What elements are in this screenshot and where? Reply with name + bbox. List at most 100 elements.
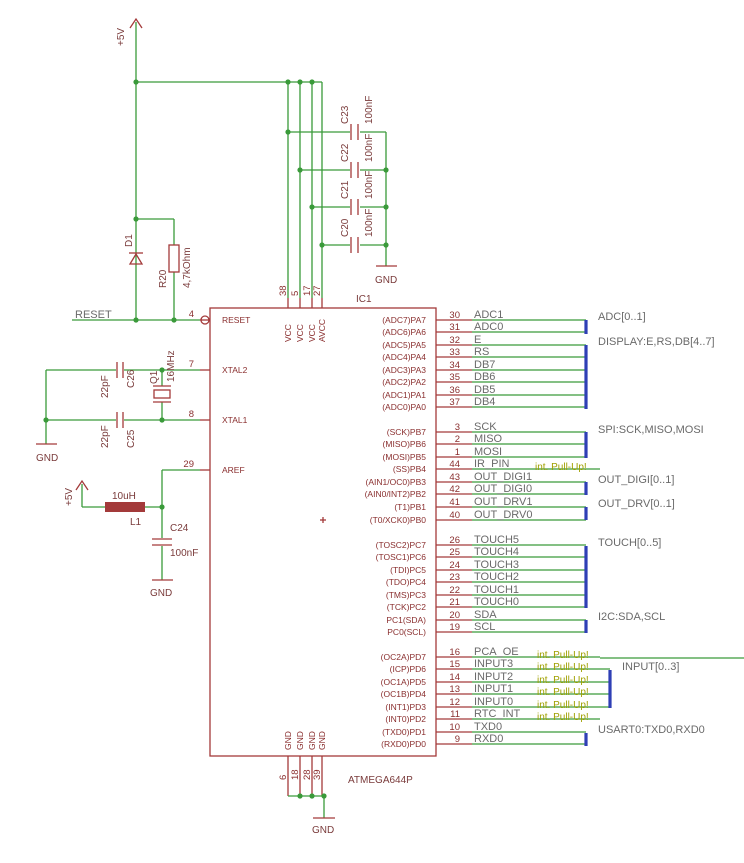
decoupling-caps: C23 100nF C22 100nF C21 100nF C20 100nF … <box>285 96 397 286</box>
pin-15-number: 15 <box>449 659 460 670</box>
net-touch5-label: TOUCH5 <box>474 534 519 546</box>
pin-38-name: VCC <box>283 324 293 342</box>
pin-10-port: (TXD0)PD1 <box>382 727 426 737</box>
net-adc1-label: ADC1 <box>474 309 503 321</box>
pin-21-port: (TCK)PC2 <box>387 602 426 612</box>
pin-39-number: 39 <box>312 769 323 780</box>
supply-l1-label: +5V <box>64 488 75 506</box>
pin-40-port: (T0/XCK0)PB0 <box>370 515 426 525</box>
pin-41-number: 41 <box>449 497 460 508</box>
pin-14-port: (OC1A)PD5 <box>381 677 427 687</box>
net-input1-label: INPUT1 <box>474 683 513 695</box>
pin-10-number: 10 <box>449 722 460 733</box>
pin-20-port: PC1(SDA) <box>386 615 426 625</box>
c26-value: 22pF <box>100 375 111 398</box>
gnd-label-ic: GND <box>312 825 334 836</box>
pin-27-number: 27 <box>312 285 323 296</box>
net-touch2-label: TOUCH2 <box>474 571 519 583</box>
c25-label: C25 <box>126 429 137 448</box>
pin-9-number: 9 <box>455 734 460 745</box>
net-out-digi0-label: OUT_DIGI0 <box>474 483 532 495</box>
pin-18-number: 18 <box>290 769 301 780</box>
net-mosi-label: MOSI <box>474 446 502 458</box>
net-miso-label: MISO <box>474 433 503 445</box>
bus-usart-label: USART0:TXD0,RXD0 <box>598 724 705 736</box>
pin-25-port: (TOSC1)PC6 <box>376 552 427 562</box>
c25-value: 22pF <box>100 425 111 448</box>
c26-label: C26 <box>126 369 137 388</box>
c24-label: C24 <box>170 523 189 534</box>
gnd-label-aref: GND <box>150 588 172 599</box>
pin-1-port: (MOSI)PB5 <box>383 452 427 462</box>
pin-15-port: (ICP)PD6 <box>390 664 427 674</box>
net-db5-label: DB5 <box>474 384 495 396</box>
net-input0-label: INPUT0 <box>474 696 513 708</box>
net-ir-pin-label: IR_PIN <box>474 458 510 470</box>
pullup-note-ir-pin: int. Pull-Up! <box>535 462 587 473</box>
buses: ADC[0..1] DISPLAY:E,RS,DB[4..7] SPI:SCK,… <box>584 311 744 746</box>
pin-13-port: (OC1B)PD4 <box>381 689 427 699</box>
pin-26-number: 26 <box>449 535 460 546</box>
pin-11-port: (INT0)PD2 <box>385 714 426 724</box>
r20-value: 4,7kOhm <box>182 247 193 288</box>
gnd-label-crystal: GND <box>36 453 58 464</box>
pin-5-name: VCC <box>295 324 305 342</box>
q1-label: Q1 <box>149 370 160 384</box>
pin-4-number: 4 <box>189 309 194 320</box>
pin-32-port: (ADC5)PA5 <box>382 340 426 350</box>
pin-14-number: 14 <box>449 672 460 683</box>
pin-34-number: 34 <box>449 360 460 371</box>
net-db6-label: DB6 <box>474 371 495 383</box>
pin-33-port: (ADC4)PA4 <box>382 352 426 362</box>
bus-out-drv-label: OUT_DRV[0..1] <box>598 498 675 510</box>
net-rxd0-label: RXD0 <box>474 733 503 745</box>
net-touch3-label: TOUCH3 <box>474 559 519 571</box>
net-out-digi1-label: OUT_DIGI1 <box>474 471 532 483</box>
pin-22-port: (TMS)PC3 <box>386 590 426 600</box>
net-touch4-label: TOUCH4 <box>474 546 519 558</box>
l1-label: L1 <box>130 517 142 528</box>
pin-42-port: (AIN0/INT2)PB2 <box>365 489 427 499</box>
net-scl-label: SCL <box>474 621 495 633</box>
bus-out-digi-label: OUT_DIGI[0..1] <box>598 474 674 486</box>
pin-2-number: 2 <box>455 434 460 445</box>
pullup-note-input2: int. Pull-Up! <box>537 675 589 686</box>
pin-17-name: VCC <box>307 324 317 342</box>
pin-18-name: GND <box>295 731 305 750</box>
pin-12-number: 12 <box>449 697 460 708</box>
pin-29-number: 29 <box>183 459 194 470</box>
c24-value: 100nF <box>170 548 198 559</box>
net-out-drv0-label: OUT_DRV0 <box>474 509 532 521</box>
pin-31-number: 31 <box>449 322 460 333</box>
supply-top-label: +5V <box>116 28 127 46</box>
power-rail: +5V <box>116 17 323 298</box>
net-out-drv1-label: OUT_DRV1 <box>474 496 532 508</box>
pin-41-port: (T1)PB1 <box>394 502 426 512</box>
pin-23-number: 23 <box>449 572 460 583</box>
pin-27-name: AVCC <box>317 319 327 342</box>
pin-37-number: 37 <box>449 397 460 408</box>
pin-16-port: (OC2A)PD7 <box>381 652 427 662</box>
pin-25-number: 25 <box>449 547 460 558</box>
gnd-label-caps: GND <box>375 275 397 286</box>
pin-1-number: 1 <box>455 447 460 458</box>
ic-value: ATMEGA644P <box>348 775 413 786</box>
net-pca-oe-label: PCA_OE <box>474 646 519 658</box>
pin-26-port: (TOSC2)PC7 <box>376 540 427 550</box>
pin-6-name: GND <box>283 731 293 750</box>
pin-30-number: 30 <box>449 310 460 321</box>
pin-4-name: RESET <box>222 315 250 325</box>
pin-35-port: (ADC2)PA2 <box>382 377 426 387</box>
pin-30-port: (ADC7)PA7 <box>382 315 426 325</box>
pin-42-number: 42 <box>449 484 460 495</box>
pin-6-number: 6 <box>278 775 289 780</box>
pin-21-number: 21 <box>449 597 460 608</box>
ic-ground: GND <box>288 793 335 836</box>
reset-circuit: D1 R20 4,7kOhm RESET <box>72 82 200 323</box>
pin-39-name: GND <box>317 731 327 750</box>
pin-38-number: 38 <box>278 285 289 296</box>
c20-value: 100nF <box>364 209 375 237</box>
c22-label: C22 <box>340 143 351 162</box>
r20-label: R20 <box>158 269 169 288</box>
c21-value: 100nF <box>364 171 375 199</box>
